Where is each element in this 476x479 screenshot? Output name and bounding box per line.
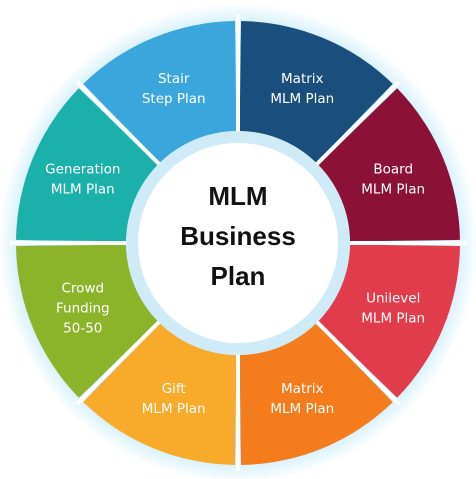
center-title-line-2: Business (180, 221, 296, 251)
center-hub (138, 143, 338, 343)
segment-label-4-line-1: Matrix (281, 381, 324, 397)
segment-4 (239, 323, 393, 465)
segment-label-6-line-2: Funding (56, 300, 110, 316)
segment-label-8-line-2: Step Plan (142, 91, 206, 107)
segment-label-5-line-1: Gift (162, 381, 186, 397)
segment-label-7-line-1: Generation (45, 162, 120, 178)
segment-label-4-line-2: MLM Plan (270, 401, 334, 417)
segment-label-3-line-2: MLM Plan (361, 310, 425, 326)
segments-group (16, 21, 460, 465)
segment-label-6-line-3: 50-50 (63, 320, 102, 336)
segment-5 (83, 323, 237, 465)
segment-separator-6 (75, 319, 162, 406)
segment-label-8-line-1: Stair (158, 71, 190, 87)
separators-group (10, 15, 466, 471)
segment-label-2-line-2: MLM Plan (361, 182, 425, 198)
segment-label-6-line-1: Crowd (62, 280, 105, 296)
segment-3 (318, 244, 460, 398)
segment-8 (83, 21, 237, 163)
segment-1 (239, 21, 393, 163)
segment-separator-8 (75, 80, 162, 167)
segment-label-1-line-2: MLM Plan (270, 91, 334, 107)
segment-label-5-line-2: MLM Plan (142, 401, 206, 417)
center-title-line-3: Plan (211, 261, 266, 291)
center-title-line-1: MLM (208, 181, 267, 211)
segment-separator-4 (314, 319, 401, 406)
segment-label-1-line-1: Matrix (281, 71, 324, 87)
segment-7 (16, 88, 158, 242)
segment-6 (16, 244, 158, 398)
segment-label-7-line-2: MLM Plan (51, 182, 115, 198)
segment-label-2-line-1: Board (373, 162, 413, 178)
segment-label-3-line-1: Unilevel (366, 290, 420, 306)
segment-2 (318, 88, 460, 242)
segment-separator-2 (314, 80, 401, 167)
